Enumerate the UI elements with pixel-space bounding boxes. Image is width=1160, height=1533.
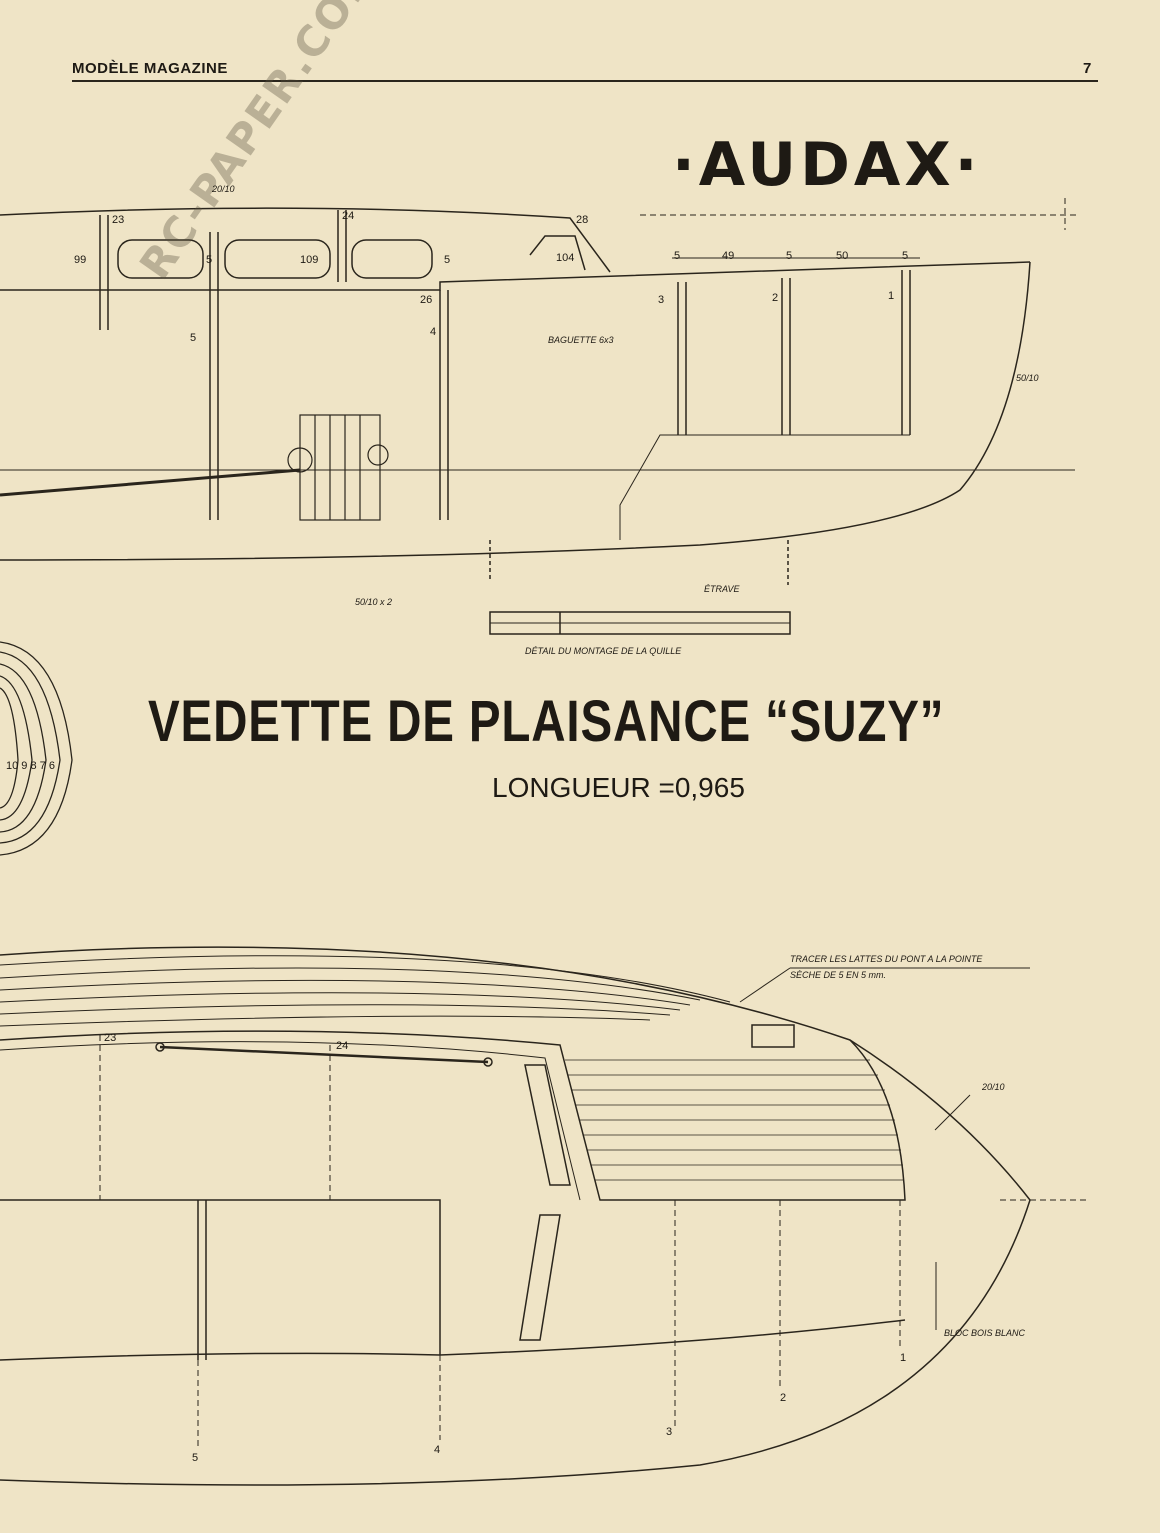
- dim-label: 5: [206, 254, 213, 266]
- bloc-label: BLOC BOIS BLANC: [944, 1328, 1026, 1338]
- station-label: 5: [192, 1452, 199, 1464]
- station-label: 23: [112, 214, 125, 226]
- dim-label: 20/10: [212, 184, 235, 194]
- station-label: 23: [104, 1032, 117, 1044]
- station-label: 1: [888, 290, 895, 302]
- dim-label: 20/10: [982, 1082, 1005, 1092]
- dim-label: 50/10: [1016, 373, 1039, 383]
- station-label: 2: [780, 1392, 787, 1404]
- station-label: 24: [342, 210, 355, 222]
- station-label: 26: [420, 294, 433, 306]
- baguette-label: BAGUETTE 6x3: [548, 335, 614, 345]
- dim-label: 5: [786, 250, 793, 262]
- deck-note-line1: TRACER LES LATTES DU PONT A LA POINTE: [790, 954, 983, 964]
- plan-title: VEDETTE DE PLAISANCE “SUZY”: [148, 689, 945, 754]
- station-label: 4: [434, 1444, 441, 1456]
- section-stations: 10 9 8 7 6: [6, 760, 55, 772]
- station-label: 24: [336, 1040, 349, 1052]
- station-label: 3: [658, 294, 665, 306]
- section-view: [0, 641, 73, 856]
- keel-detail-caption: DÉTAIL DU MONTAGE DE LA QUILLE: [525, 646, 682, 656]
- dim-label: 49: [722, 250, 735, 262]
- station-label: 28: [576, 214, 589, 226]
- dim-label: 109: [300, 254, 319, 266]
- station-label: 1: [900, 1352, 907, 1364]
- dim-label: 5: [902, 250, 909, 262]
- dim-label: 104: [556, 252, 575, 264]
- top-view-hull: [0, 946, 1090, 1486]
- magazine-title: MODÈLE MAGAZINE: [72, 60, 228, 77]
- station-label: 4: [430, 326, 437, 338]
- keel-dim-label: 50/10 x 2: [355, 597, 393, 607]
- dim-label: 5: [444, 254, 451, 266]
- dim-label: 5: [674, 250, 681, 262]
- brand-title: ·AUDAX·: [672, 130, 982, 200]
- station-label: 5: [190, 332, 197, 344]
- dim-label: 50: [836, 250, 849, 262]
- motor-sketch: [287, 414, 389, 521]
- dim-label: 99: [74, 254, 87, 266]
- header-rule: [72, 80, 1098, 82]
- etrave-label: ÉTRAVE: [704, 584, 740, 594]
- side-view-hull: [0, 198, 1080, 635]
- station-label: 2: [772, 292, 779, 304]
- deck-note-line2: SÈCHE DE 5 EN 5 mm.: [790, 970, 887, 980]
- page-number: 7: [1083, 60, 1092, 77]
- length-subtitle: LONGUEUR =0,965: [492, 772, 745, 803]
- station-label: 3: [666, 1426, 673, 1438]
